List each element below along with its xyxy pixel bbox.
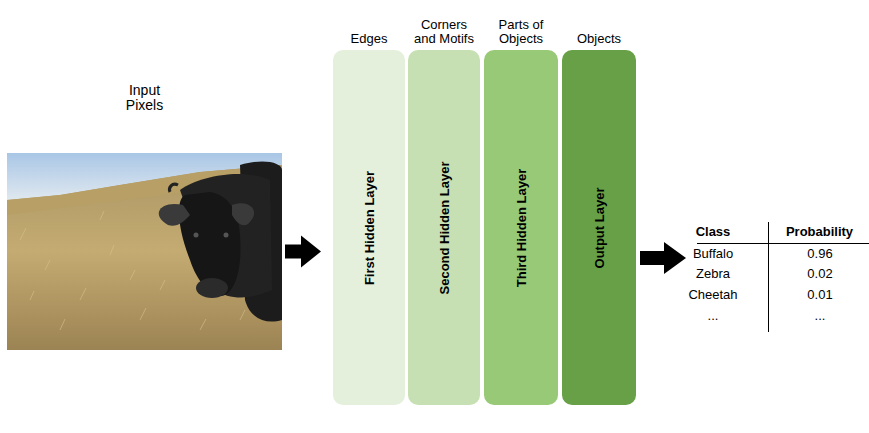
table-cell: ... [708,308,719,324]
layer-name: Third Hidden Layer [514,168,529,286]
output-arrow [640,242,686,274]
layer-heading: Edges [333,32,405,46]
table-cell: 0.01 [807,287,832,303]
table-cell: Buffalo [693,246,733,262]
layer-band: Corners and MotifsSecond Hidden Layer [408,50,480,405]
layer-heading: Corners and Motifs [414,18,474,46]
layer-band: ObjectsOutput Layer [562,50,636,405]
buffalo-photo [7,153,282,350]
layer-band: Parts of ObjectsThird Hidden Layer [484,50,558,405]
layer-heading: Input Pixels [110,83,180,113]
layer-name: First Hidden Layer [362,170,377,284]
table-cell: 0.02 [807,266,832,282]
table-header: Class [696,224,731,240]
table-cell: Cheetah [688,287,737,303]
input-image: Input Pixels [7,153,282,350]
layer-name: Output Layer [592,187,607,268]
table-cell: 0.96 [807,246,832,262]
layer-heading: Objects [563,32,635,46]
layer-name: Second Hidden Layer [437,161,452,294]
block-arrow [285,236,321,268]
table-header: Probability [786,224,853,240]
table-cell: Zebra [696,266,730,282]
layer-band: EdgesFirst Hidden Layer [333,50,405,405]
table-cell: ... [815,308,826,324]
layer-heading: Parts of Objects [488,18,554,46]
